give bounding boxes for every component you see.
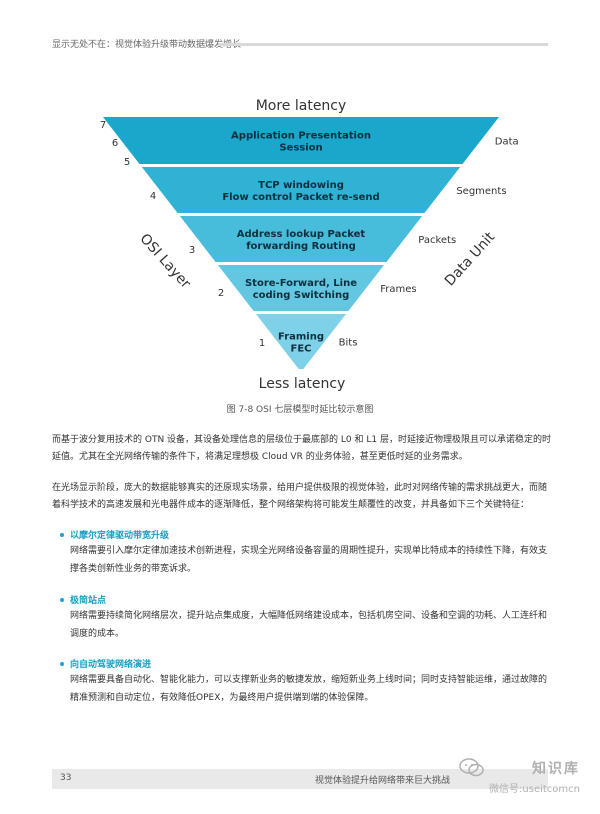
band-label-line2: Flow control Packet re-send	[222, 192, 379, 203]
figure-caption: 图 7-8 OSI 七层模型时延比较示意图	[226, 405, 374, 415]
layer-number: 6	[112, 138, 118, 149]
band-label-line2: forwarding Routing	[246, 241, 356, 252]
band-label-line1: Address lookup Packet	[237, 229, 366, 240]
pyramid-band	[141, 167, 461, 213]
pyramid-band	[255, 314, 347, 369]
band-label-line2: FEC	[290, 344, 311, 355]
bullet-text: 网络需要引入摩尔定律加速技术创新进程，实现全光网络设备容量的周期性提升，实现单比…	[70, 546, 548, 574]
data-unit-label: Frames	[380, 284, 416, 295]
bullet-text: 网络需要持续简化网络层次，提升站点集成度，大幅降低网络建设成本，包括机房空间、设…	[70, 611, 548, 639]
bullet-dot-icon	[60, 533, 64, 537]
layer-number: 5	[124, 157, 130, 168]
watermark-line1: 知识库	[532, 761, 580, 777]
pyramid-band	[217, 265, 385, 311]
bullet-title: 以摩尔定律驱动带宽升级	[70, 531, 170, 541]
data-unit-label: Segments	[456, 186, 506, 197]
wechat-icon	[459, 758, 484, 777]
paragraph-2: 在光场显示阶段，庞大的数据能够真实的还原现实场景，给用户提供极限的视觉体验，此时…	[52, 483, 548, 510]
page-header-title: 显示无处不在：视觉体验升级带动数据爆发增长	[52, 40, 242, 50]
data-unit-label: Packets	[418, 235, 456, 246]
watermark: 知识库 微信号:useitcomcn	[459, 758, 580, 795]
band-label-line1: Application Presentation	[231, 131, 371, 142]
band-label-line1: Framing	[278, 332, 324, 343]
header-rule	[218, 43, 548, 46]
footer-title: 视觉体验提升给网络带来巨大挑战	[314, 776, 450, 786]
top-label: More latency	[256, 98, 347, 114]
bottom-label: Less latency	[259, 376, 346, 392]
layer-number: 4	[150, 191, 156, 202]
bullet-dot-icon	[60, 662, 64, 666]
band-label-line2: Session	[279, 143, 322, 154]
paragraph-1: 而基于波分复用技术的 OTN 设备，其设备处理信息的层级位于最底部的 L0 和 …	[52, 435, 551, 462]
pyramid-band	[179, 216, 423, 262]
footer-bar	[52, 769, 548, 789]
watermark-line2: 微信号:useitcomcn	[489, 784, 580, 795]
band-label-line1: TCP windowing	[258, 180, 344, 191]
bullet-title: 极简站点	[70, 596, 107, 606]
layer-number: 7	[100, 120, 106, 131]
data-unit-label: Bits	[339, 338, 358, 349]
band-label-line2: coding Switching	[253, 290, 350, 301]
left-axis-label: OSI Layer	[136, 231, 193, 292]
pyramid-band	[103, 117, 499, 164]
layer-number: 3	[189, 245, 195, 256]
layer-number: 1	[259, 338, 265, 349]
bullet-text: 网络需要具备自动化、智能化能力，可以支撑新业务的敏捷发放，缩短新业务上线时间；同…	[70, 675, 548, 703]
layer-number: 2	[218, 288, 224, 299]
page-number: 33	[60, 773, 72, 783]
bullet-title: 向自动驾驶网络演进	[70, 660, 152, 670]
bullet-dot-icon	[60, 598, 64, 602]
data-unit-label: Data	[495, 137, 519, 148]
band-label-line1: Store-Forward, Line	[245, 278, 357, 289]
